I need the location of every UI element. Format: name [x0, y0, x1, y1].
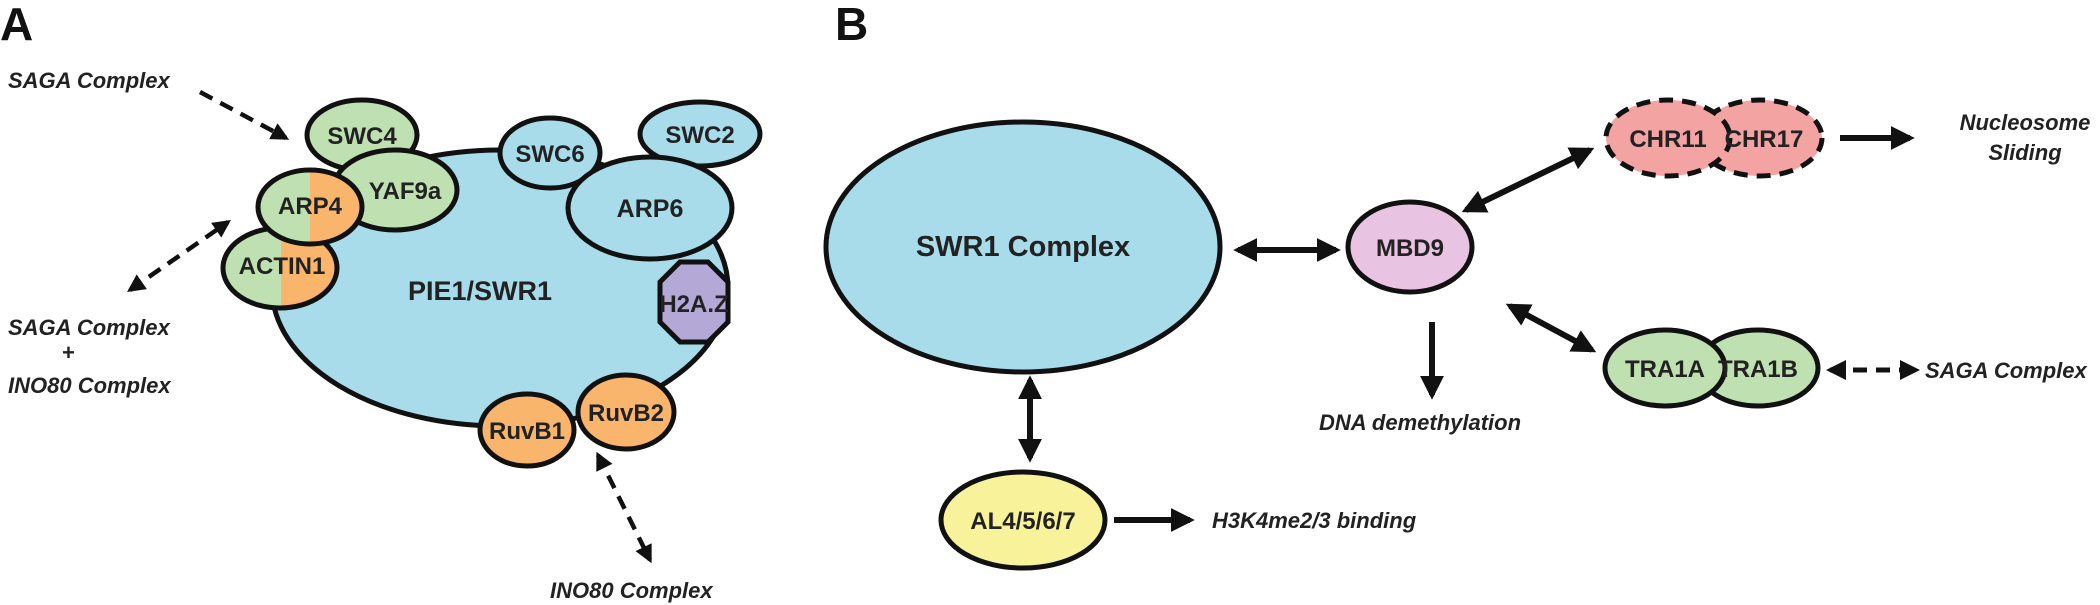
swr1-complex-node — [823, 119, 1223, 375]
ruvb1-subunit — [477, 391, 577, 469]
saga-top-arrow — [198, 90, 290, 140]
saga-complex-top-note: SAGA Complex — [8, 68, 171, 93]
yaf9a-label: YAF9a — [369, 178, 442, 205]
pie1-swr1-label: PIE1/SWR1 — [408, 276, 552, 306]
tra1a-node — [1602, 327, 1728, 409]
swc6-subunit — [497, 115, 603, 191]
swc2-label: SWC2 — [665, 122, 734, 149]
dna-demethylation-note: DNA demethylation — [1319, 410, 1521, 435]
panel-a-label: A — [0, 0, 33, 50]
chr17-node — [1695, 97, 1825, 179]
mbd9-label: MBD9 — [1376, 235, 1444, 262]
tra1b-label: TRA1B — [1718, 356, 1798, 383]
mbd9-chr-arrow — [1461, 147, 1595, 213]
ruvb2-subunit — [575, 372, 677, 452]
plus-note: + — [62, 340, 75, 365]
chr11-node — [1603, 97, 1733, 179]
swr1-complex-label: SWR1 Complex — [916, 231, 1130, 263]
actin1-label: ACTIN1 — [239, 253, 326, 280]
ruvb2-label: RuvB2 — [588, 400, 664, 427]
ino80-bottom-arrow — [595, 451, 653, 564]
chr17-label: CHR17 — [1725, 126, 1804, 153]
ino80-complex-left-note: INO80 Complex — [8, 373, 171, 398]
saga-complex-right-note: SAGA Complex — [1925, 358, 2088, 383]
al-label: AL4/5/6/7 — [970, 508, 1075, 535]
h3k4-binding-note: H3K4me2/3 binding — [1212, 508, 1417, 533]
saga-complex-left-note: SAGA Complex — [8, 315, 171, 340]
panel-b-label: B — [835, 0, 868, 50]
ino80-complex-bottom-note: INO80 Complex — [550, 578, 713, 603]
h2az-label: H2A.Z — [659, 291, 728, 318]
sliding-note: Sliding — [1988, 140, 2062, 165]
arp4-label: ARP4 — [278, 193, 343, 220]
al-node — [938, 469, 1108, 571]
mbd9-tra1-arrow — [1505, 303, 1597, 353]
ruvb1-label: RuvB1 — [489, 418, 565, 445]
arp6-subunit — [565, 154, 735, 262]
saga-ino80-left-arrow — [127, 219, 231, 293]
swc4-label: SWC4 — [327, 123, 397, 150]
h2az-octagon — [657, 259, 731, 345]
chr11-label: CHR11 — [1629, 126, 1706, 153]
mbd9-node — [1345, 199, 1475, 295]
swc6-label: SWC6 — [515, 141, 584, 168]
nucleosome-note: Nucleosome — [1960, 110, 2091, 135]
tra1a-label: TRA1A — [1625, 356, 1705, 383]
arp6-label: ARP6 — [617, 195, 684, 223]
